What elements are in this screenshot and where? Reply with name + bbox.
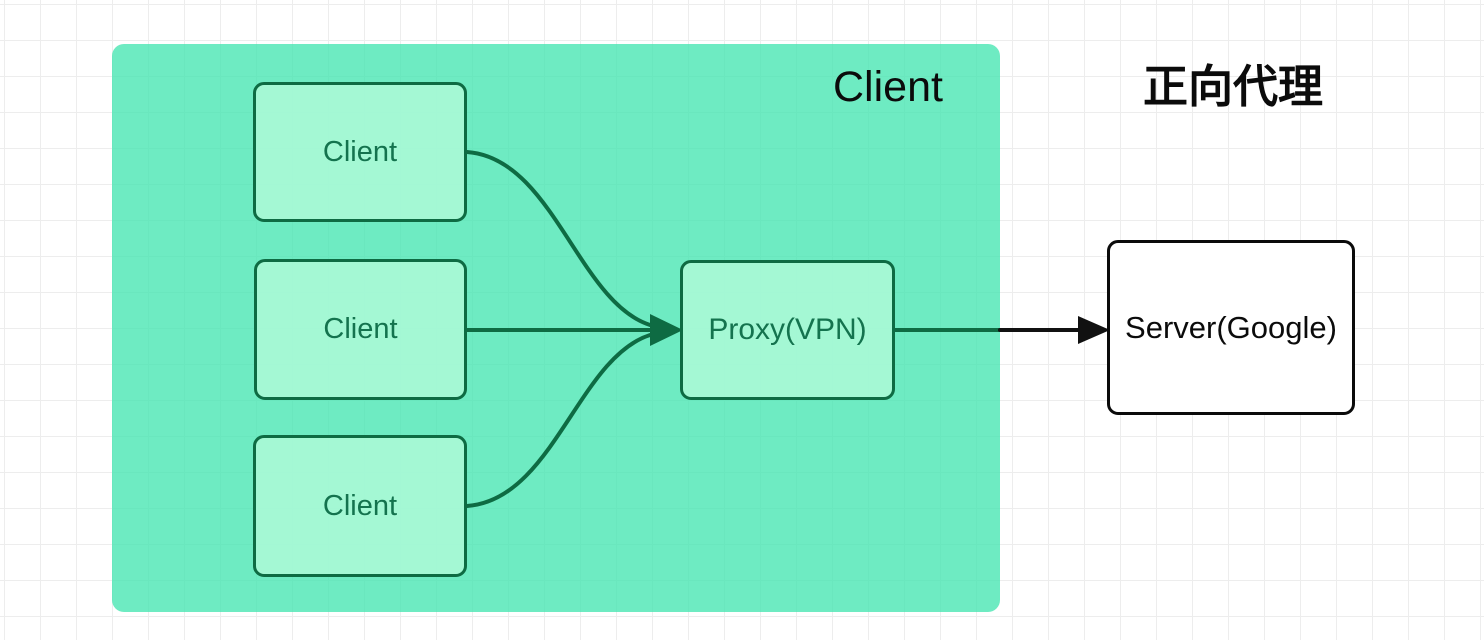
server-node: Server(Google) <box>1107 240 1355 415</box>
client-node-1-label: Client <box>322 135 398 168</box>
arrowhead-server-icon <box>1078 316 1110 344</box>
client-node-3-label: Client <box>322 489 398 522</box>
client-group-label: Client <box>833 63 943 111</box>
client-node-2: Client <box>254 259 467 400</box>
proxy-node: Proxy(VPN) <box>680 260 895 400</box>
client-node-2-label: Client <box>323 313 398 345</box>
proxy-node-label: Proxy(VPN) <box>708 313 867 346</box>
client-node-3: Client <box>253 435 467 577</box>
client-node-1: Client <box>253 82 467 222</box>
diagram-title: 正向代理 <box>1143 61 1324 112</box>
server-node-label: Server(Google) <box>1125 309 1337 345</box>
